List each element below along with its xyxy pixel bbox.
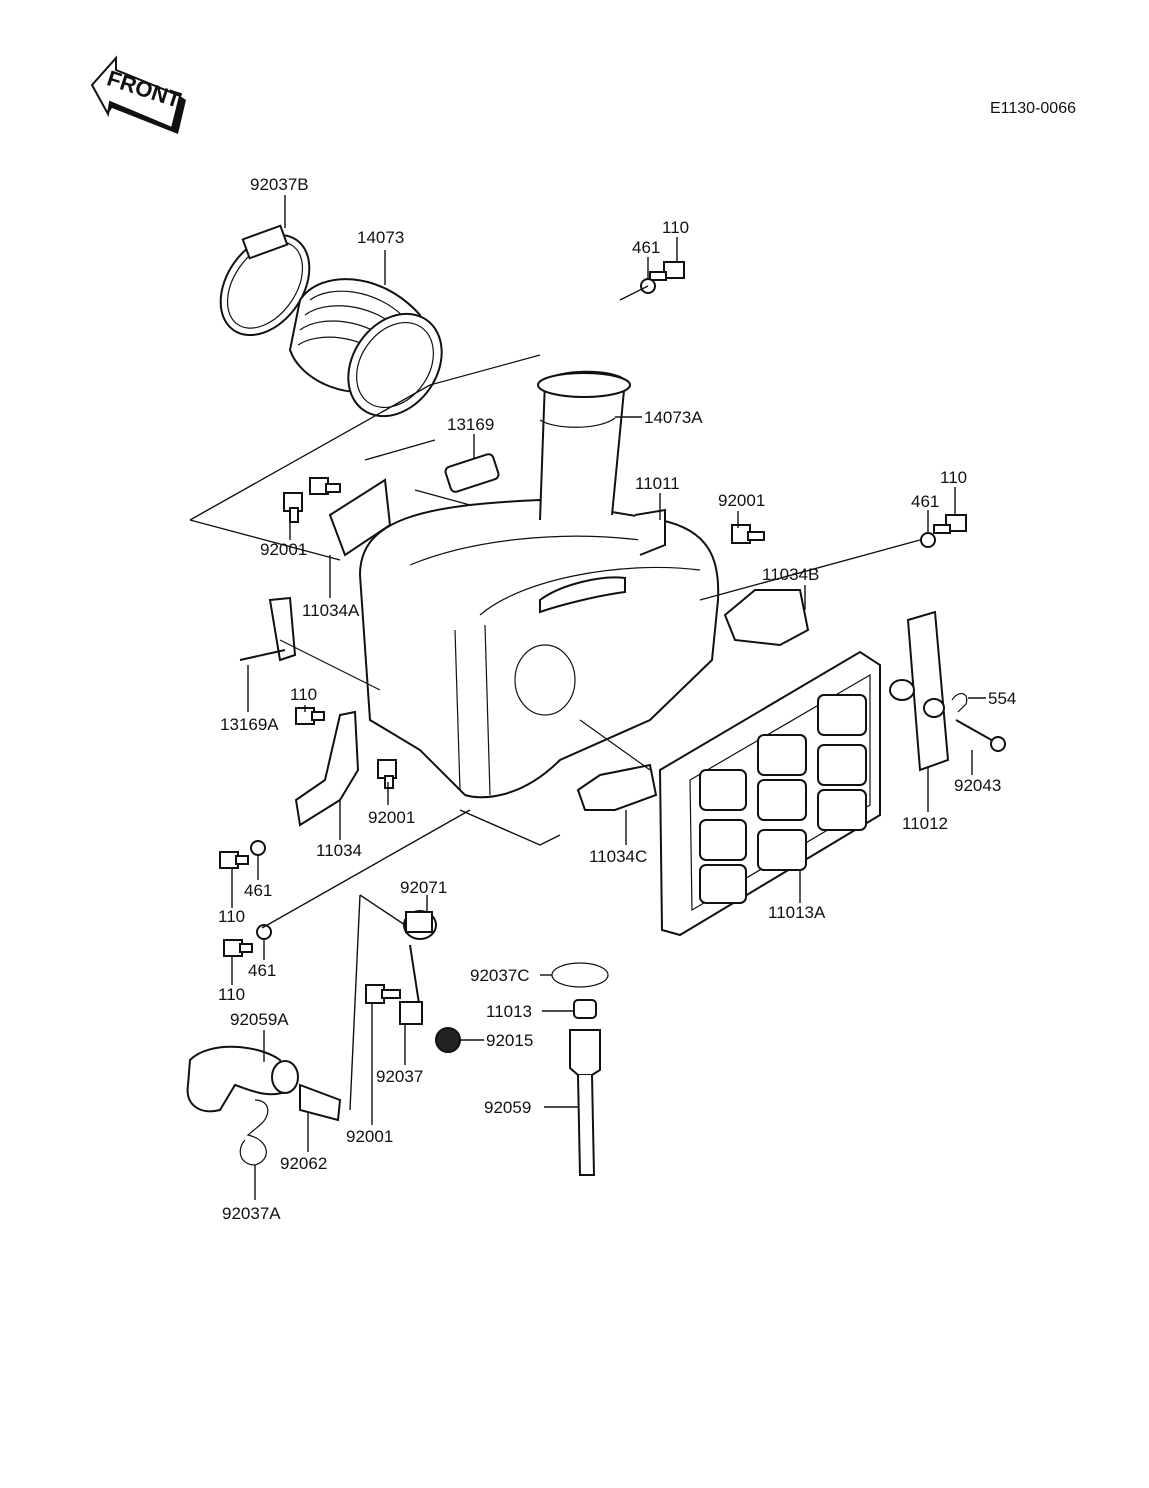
label-110-a: 110 — [218, 907, 245, 926]
bracket-11034B-icon — [723, 589, 810, 647]
washer-461-a-icon — [250, 840, 266, 856]
airbox-drawing — [358, 370, 720, 799]
label-13169: 13169 — [447, 415, 494, 434]
label-92001-bottom: 92001 — [346, 1127, 393, 1146]
clamp-92037C-icon — [551, 962, 609, 988]
label-92059: 92059 — [484, 1098, 531, 1117]
plug-11013-icon — [573, 999, 597, 1019]
label-92071: 92071 — [400, 878, 447, 897]
label-11011: 11011 — [635, 474, 680, 493]
label-461-top: 461 — [632, 238, 660, 257]
label-11013A: 11013A — [768, 903, 826, 922]
label-92062: 92062 — [280, 1154, 327, 1173]
label-13169A: 13169A — [220, 715, 279, 734]
label-11034A: 11034A — [302, 601, 360, 620]
pin-92043-icon — [955, 719, 1006, 752]
label-461-b: 461 — [248, 961, 276, 980]
bolt-110-leftmid-icon — [295, 707, 325, 725]
intake-boot-drawing — [219, 224, 443, 418]
fasteners — [219, 261, 1006, 957]
clip-554-icon — [951, 693, 968, 713]
bracket-92037-icon — [399, 1001, 423, 1025]
label-92059A: 92059A — [230, 1010, 289, 1029]
reference-lines — [189, 285, 921, 1111]
bolt-92001-low-icon — [377, 759, 397, 789]
bracket-11034A-icon — [328, 478, 392, 557]
document-code: E1130-0066 — [990, 100, 1076, 117]
bolt-92001-bottom-icon — [365, 984, 401, 1004]
label-461-a: 461 — [244, 881, 272, 900]
part-labels: 92037B 14073 461 110 14073A 13169 11011 … — [218, 175, 1016, 1223]
washer-461-b-icon — [256, 924, 272, 940]
label-92037A: 92037A — [222, 1204, 281, 1223]
label-92043: 92043 — [954, 776, 1001, 795]
label-92015: 92015 — [486, 1031, 533, 1050]
label-92001-mid: 92001 — [718, 491, 765, 510]
label-14073: 14073 — [357, 228, 404, 247]
washer-461-right-icon — [920, 532, 936, 548]
label-92037C: 92037C — [470, 966, 530, 985]
plate-13169-icon — [444, 453, 500, 493]
holder-11012-icon — [906, 610, 950, 772]
fitting-92062-icon — [299, 1083, 342, 1122]
label-110-right: 110 — [940, 468, 967, 487]
leader-lines — [231, 195, 986, 1200]
label-110-b: 110 — [218, 985, 245, 1004]
bracket-11034-icon — [294, 710, 360, 827]
label-92037B: 92037B — [250, 175, 309, 194]
label-92037: 92037 — [376, 1067, 423, 1086]
clamp-92037A-icon — [239, 1099, 269, 1166]
front-arrow-icon: FRONT — [90, 55, 186, 134]
label-92001-left: 92001 — [260, 540, 307, 559]
label-11034: 11034 — [316, 841, 362, 860]
hose-92059A-icon — [186, 1045, 292, 1113]
drain-parts-drawing — [186, 910, 609, 1176]
label-554: 554 — [988, 689, 1016, 708]
drain-92059-icon — [569, 1029, 601, 1076]
label-461-right: 461 — [911, 492, 939, 511]
bolt-110-top-icon — [649, 261, 685, 281]
label-14073A: 14073A — [644, 408, 703, 427]
label-11013: 11013 — [486, 1002, 532, 1021]
bolt-110-right-icon — [933, 514, 967, 534]
label-110-leftmid: 110 — [290, 685, 317, 704]
label-92001-low: 92001 — [368, 808, 415, 827]
bolts-92001-left-icon — [283, 477, 341, 523]
filter-element-drawing — [658, 650, 881, 937]
cap-92015-icon — [435, 1027, 461, 1053]
bracket-11034C-icon — [576, 763, 658, 811]
label-110-top: 110 — [662, 218, 689, 237]
bolt-110-a-icon — [219, 851, 249, 869]
bolt-110-b-icon — [223, 939, 253, 957]
label-11012: 11012 — [902, 814, 948, 833]
bolt-92001-mid-icon — [731, 524, 765, 544]
label-11034B: 11034B — [762, 565, 819, 584]
label-11034C: 11034C — [589, 847, 647, 866]
